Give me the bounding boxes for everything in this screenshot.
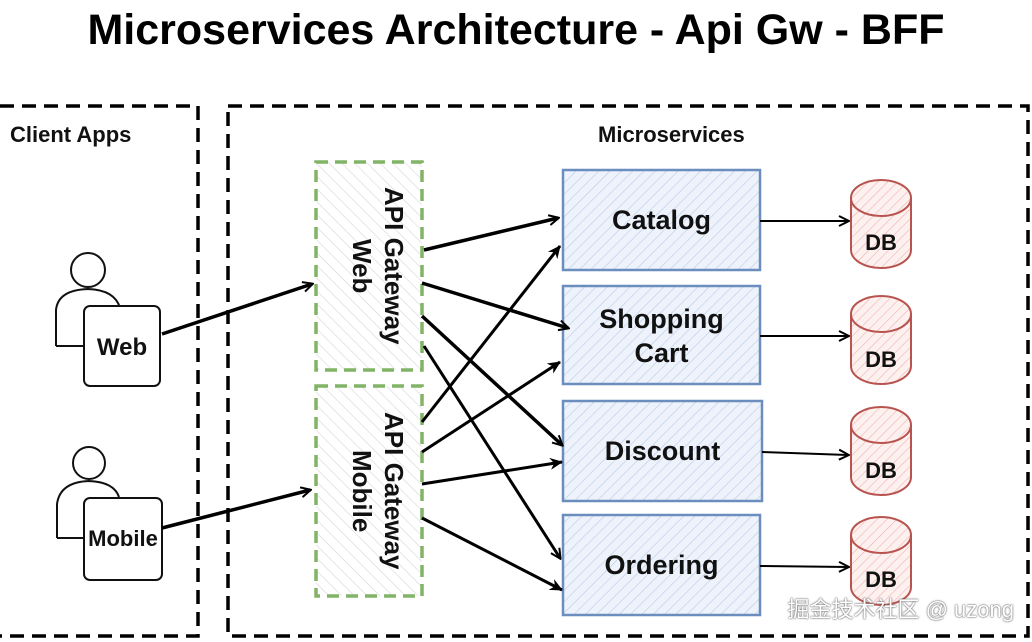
microservices-label: Microservices <box>598 122 745 147</box>
ordering-service-label: Ordering <box>604 550 719 580</box>
catalog-db-cylinder[interactable] <box>850 179 912 269</box>
catalog-db-label: DB <box>865 230 897 255</box>
shopping-cart-db-label: DB <box>865 347 897 372</box>
api-gateway-mobile-line2: Mobile <box>347 449 377 533</box>
user-icon <box>55 252 121 347</box>
user-icon <box>56 446 120 539</box>
web-client-box[interactable] <box>83 305 161 387</box>
api-gateway-mobile-box[interactable] <box>314 384 424 598</box>
diagram-title: Microservices Architecture - Api Gw - BF… <box>87 6 945 54</box>
ordering-service-box[interactable] <box>561 513 762 617</box>
arrow-gwweb-to-catalog <box>423 218 558 252</box>
shopping-cart-db-cylinder[interactable] <box>850 295 912 385</box>
shopping-cart-service-label: Shopping Cart <box>599 304 724 368</box>
shopping-cart-service-box[interactable] <box>561 284 762 386</box>
client-apps-region <box>0 104 200 638</box>
web-client-label: Web <box>96 334 148 361</box>
arrow-ordering-to-db <box>759 566 848 567</box>
arrow-gwweb-to-shoppingcart <box>421 281 568 328</box>
arrow-web-to-gateway <box>161 284 312 336</box>
catalog-service-label: Catalog <box>611 205 711 235</box>
arrow-gwweb-to-ordering <box>422 345 560 558</box>
arrow-discount-to-db <box>761 452 848 455</box>
discount-service-box[interactable] <box>561 399 764 503</box>
watermark: 掘金技术社区 @ uzong <box>787 597 1015 622</box>
mobile-client-label: Mobile <box>88 526 158 551</box>
api-gateway-web-line1: API Gateway <box>379 187 409 345</box>
client-apps-label: Client Apps <box>10 122 132 147</box>
mobile-client-box[interactable] <box>83 497 163 581</box>
ordering-db-label: DB <box>865 567 897 592</box>
api-gateway-web-label: API Gateway Web <box>330 170 410 362</box>
discount-db-cylinder[interactable] <box>850 406 912 496</box>
ordering-db-cylinder[interactable] <box>850 516 912 606</box>
arrow-mobile-to-gateway <box>161 490 310 530</box>
api-gateway-web-line2: Web <box>347 238 377 294</box>
discount-db-label: DB <box>865 458 897 483</box>
discount-service-label: Discount <box>604 436 721 466</box>
api-gateway-web-box[interactable] <box>314 160 424 372</box>
arrow-gwmobile-to-discount <box>421 457 563 486</box>
arrow-gwmobile-to-catalog <box>420 245 562 423</box>
arrow-gwmobile-to-shoppingcart <box>421 360 561 454</box>
api-gateway-mobile-line1: API Gateway <box>379 412 409 570</box>
api-gateway-mobile-label: API Gateway Mobile <box>330 392 410 590</box>
arrow-gwmobile-to-ordering <box>421 516 563 592</box>
arrow-gwweb-to-discount <box>420 314 562 445</box>
microservices-region <box>226 104 1030 638</box>
